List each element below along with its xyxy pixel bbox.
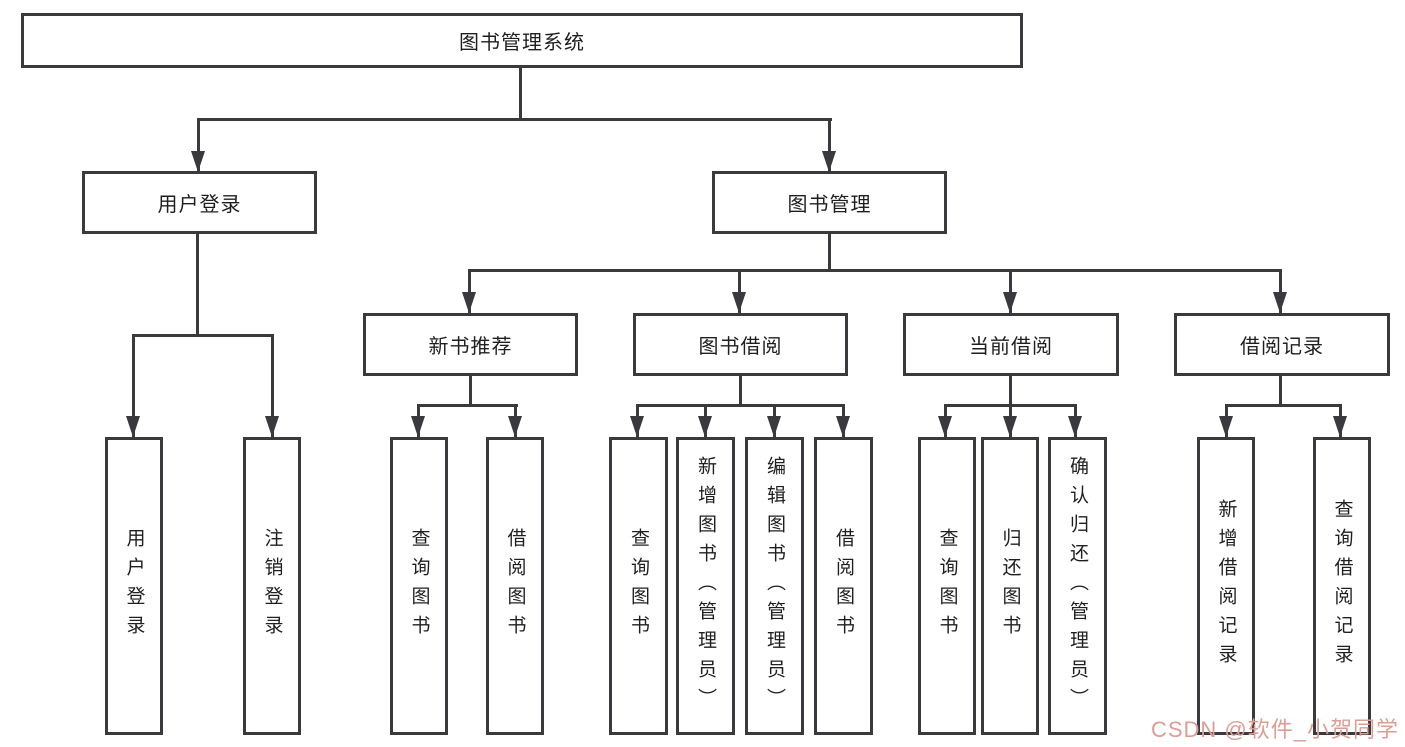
leaf-label: 查询借阅记录 — [1331, 499, 1353, 673]
leaf-query-book-current: 查询图书 — [918, 437, 976, 735]
arrowhead-icon — [1003, 292, 1017, 313]
connector-line — [132, 334, 274, 337]
connector-line — [738, 269, 741, 313]
connector-line — [1279, 269, 1282, 313]
connector-line — [519, 67, 522, 120]
connector-line — [828, 118, 831, 172]
arrowhead-icon — [265, 416, 279, 437]
connector-line — [1225, 404, 1342, 407]
node-book-management: 图书管理 — [712, 171, 947, 234]
leaf-confirm-return-admin: 确认归还（管理员） — [1048, 437, 1107, 735]
leaf-label: 查询图书 — [628, 528, 649, 644]
node-label: 图书管理 — [787, 194, 872, 216]
connector-line — [468, 269, 471, 313]
leaf-query-borrow-record: 查询借阅记录 — [1313, 437, 1371, 735]
node-label: 新书推荐 — [428, 336, 513, 358]
leaf-label: 新增借阅记录 — [1215, 499, 1237, 673]
leaf-borrow-book-recommend: 借阅图书 — [486, 437, 544, 735]
connector-line — [828, 234, 831, 272]
leaf-add-borrow-record: 新增借阅记录 — [1197, 437, 1255, 735]
arrowhead-icon — [732, 292, 746, 313]
leaf-label: 查询图书 — [936, 528, 958, 644]
node-current-borrow: 当前借阅 — [903, 313, 1119, 376]
arrowhead-icon — [698, 416, 712, 437]
leaf-label: 归还图书 — [999, 528, 1021, 644]
arrowhead-icon — [508, 416, 522, 437]
leaf-query-book-recommend: 查询图书 — [390, 437, 448, 735]
connector-line — [417, 404, 518, 407]
connector-line — [1009, 269, 1012, 313]
arrowhead-icon — [411, 416, 425, 437]
leaf-borrow-book: 借阅图书 — [814, 437, 873, 735]
node-borrow-record: 借阅记录 — [1174, 313, 1390, 376]
leaf-edit-book-admin: 编辑图书（管理员） — [745, 437, 804, 735]
node-label: 图书借阅 — [698, 336, 783, 358]
connector-line — [1009, 376, 1012, 407]
arrowhead-icon — [836, 416, 850, 437]
leaf-return-book: 归还图书 — [981, 437, 1039, 735]
connector-line — [197, 118, 832, 121]
node-label: 用户登录 — [157, 194, 242, 216]
node-new-book-recommend: 新书推荐 — [363, 313, 578, 376]
arrowhead-icon — [1219, 416, 1233, 437]
leaf-label: 新增图书（管理员） — [695, 455, 716, 717]
leaf-label: 借阅图书 — [833, 528, 854, 644]
arrowhead-icon — [822, 151, 836, 172]
node-label: 借阅记录 — [1240, 336, 1324, 358]
leaf-label: 确认归还（管理员） — [1067, 455, 1088, 717]
arrowhead-icon — [938, 416, 952, 437]
leaf-label: 用户登录 — [123, 528, 145, 644]
leaf-label: 注销登录 — [261, 528, 283, 644]
leaf-add-book-admin: 新增图书（管理员） — [676, 437, 735, 735]
arrowhead-icon — [630, 416, 644, 437]
leaf-query-book-borrow: 查询图书 — [609, 437, 668, 735]
connector-line — [1279, 376, 1282, 407]
connector-line — [469, 376, 472, 407]
arrowhead-icon — [126, 416, 140, 437]
arrowhead-icon — [1003, 416, 1017, 437]
arrowhead-icon — [767, 416, 781, 437]
node-label: 图书管理系统 — [459, 32, 585, 54]
node-book-borrow: 图书借阅 — [633, 313, 848, 376]
connector-line — [468, 269, 1282, 272]
connector-line — [196, 234, 199, 337]
connector-line — [636, 404, 845, 407]
arrowhead-icon — [191, 151, 205, 172]
node-library-management-system: 图书管理系统 — [21, 13, 1023, 68]
leaf-label: 编辑图书（管理员） — [764, 455, 785, 717]
leaf-user-login: 用户登录 — [105, 437, 163, 735]
arrowhead-icon — [1273, 292, 1287, 313]
connector-line — [271, 334, 274, 437]
arrowhead-icon — [1068, 416, 1082, 437]
connector-line — [739, 376, 742, 407]
leaf-label: 借阅图书 — [504, 528, 526, 644]
connector-line — [132, 334, 135, 437]
connector-line — [197, 118, 200, 172]
node-label: 当前借阅 — [969, 336, 1053, 358]
node-user-login: 用户登录 — [82, 171, 317, 234]
arrowhead-icon — [1333, 416, 1347, 437]
leaf-label: 查询图书 — [408, 528, 430, 644]
arrowhead-icon — [462, 292, 476, 313]
leaf-logout: 注销登录 — [243, 437, 301, 735]
csdn-watermark: CSDN @软件_小贺同学 — [1150, 717, 1399, 742]
